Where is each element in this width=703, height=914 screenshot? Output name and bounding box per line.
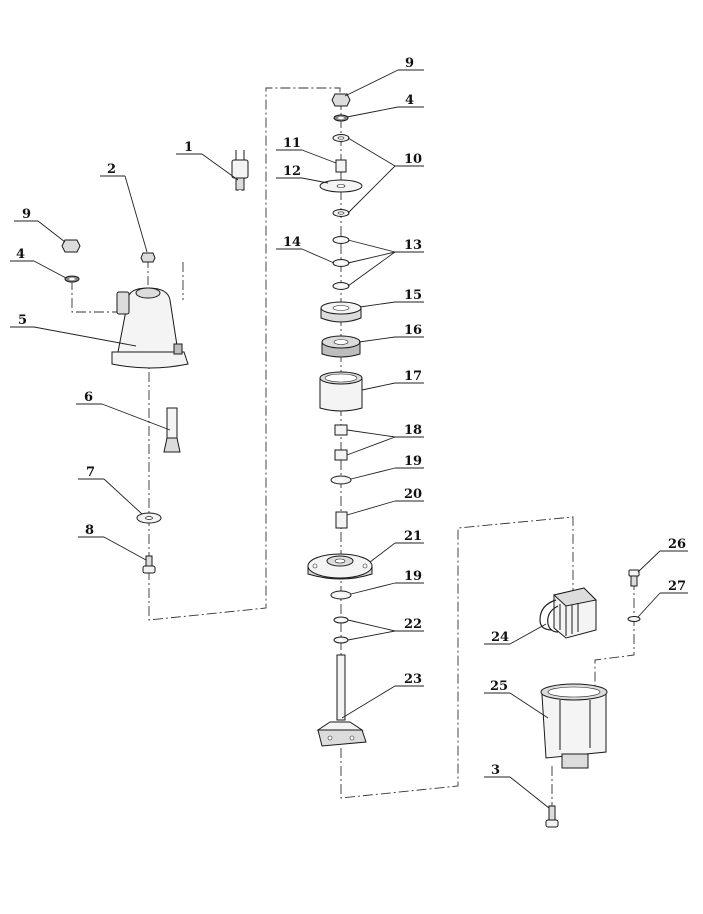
leader-line — [347, 251, 396, 264]
leader-line — [358, 336, 396, 343]
callout-number-12: 12 — [283, 164, 301, 179]
callout-number-9: 9 — [405, 56, 414, 71]
part-shaft-23 — [316, 654, 367, 747]
part-washer-4-left — [64, 275, 80, 283]
leader-line — [124, 175, 148, 253]
leader-line — [341, 685, 396, 719]
leader-line — [347, 251, 396, 287]
leader-line — [346, 429, 396, 438]
part-washer-7 — [136, 512, 162, 524]
part-bearing-16 — [321, 335, 361, 358]
leader-line — [350, 467, 396, 480]
callout-number-23: 23 — [404, 672, 422, 687]
leader-line — [201, 153, 239, 181]
callout-number-8: 8 — [85, 523, 94, 538]
part-impeller-disk-12 — [319, 179, 363, 193]
part-bolt-3 — [545, 805, 559, 828]
leader-line — [361, 382, 396, 391]
part-washers-13 — [332, 236, 350, 290]
callout-number-19: 19 — [404, 569, 422, 584]
leader-line — [347, 630, 396, 641]
leader-line — [637, 550, 661, 573]
part-handle-tube-6 — [163, 407, 181, 453]
leader-line — [350, 582, 396, 595]
leader-line — [509, 623, 547, 645]
callout-number-4: 4 — [16, 247, 25, 262]
leader-line — [347, 137, 396, 167]
leader-line — [37, 220, 66, 243]
part-sleeve-17 — [319, 371, 363, 412]
part-washer-10-a — [332, 134, 350, 142]
part-washer-19-a — [330, 475, 352, 485]
callout-number-19: 19 — [404, 454, 422, 469]
callout-number-22: 22 — [404, 617, 422, 632]
callout-number-11: 11 — [283, 136, 301, 151]
leader-line — [509, 692, 549, 719]
part-washers-22 — [333, 616, 349, 644]
callout-number-15: 15 — [404, 288, 422, 303]
part-screw-2 — [140, 252, 156, 263]
part-motor-cover-5 — [111, 287, 189, 369]
part-seal-15 — [320, 301, 362, 323]
leader-line — [301, 177, 329, 184]
part-bolt-8 — [142, 555, 156, 574]
leader-lines — [10, 69, 688, 809]
part-washer-10-b — [332, 209, 350, 217]
callout-number-7: 7 — [86, 465, 95, 480]
leader-line — [33, 326, 137, 347]
leader-line — [301, 149, 337, 164]
leader-line — [103, 478, 143, 515]
callout-number-1: 1 — [184, 140, 193, 155]
leader-line — [509, 776, 550, 809]
callout-number-26: 26 — [668, 537, 686, 552]
callout-number-20: 20 — [404, 487, 422, 502]
callout-number-13: 13 — [404, 238, 422, 253]
callout-number-2: 2 — [107, 162, 116, 177]
part-screw-26 — [628, 569, 640, 587]
leader-line — [347, 239, 396, 253]
leader-line — [359, 301, 396, 308]
part-coupling-20 — [335, 511, 348, 529]
leader-line — [33, 260, 67, 279]
callout-number-17: 17 — [404, 369, 422, 384]
leader-line — [369, 542, 396, 563]
callout-number-6: 6 — [84, 390, 93, 405]
leader-line — [103, 536, 147, 561]
leader-line — [346, 106, 399, 118]
leader-line — [344, 69, 399, 97]
callout-number-4: 4 — [405, 93, 414, 108]
leader-line — [346, 436, 396, 456]
leader-line — [101, 403, 171, 431]
callout-number-10: 10 — [404, 152, 422, 167]
leader-line — [347, 619, 396, 632]
callout-number-3: 3 — [491, 763, 500, 778]
part-washer-4-top — [333, 114, 349, 122]
callout-number-16: 16 — [404, 323, 422, 338]
callout-number-18: 18 — [404, 423, 422, 438]
callout-number-5: 5 — [18, 313, 27, 328]
part-stator-coil-24 — [539, 587, 598, 639]
leader-line — [637, 592, 661, 618]
callout-number-21: 21 — [404, 529, 422, 544]
part-nut-9-top — [331, 93, 351, 107]
callout-number-9: 9 — [22, 207, 31, 222]
callout-number-25: 25 — [490, 679, 508, 694]
part-spacer-11 — [335, 159, 347, 173]
callout-number-14: 14 — [283, 235, 301, 250]
leader-line — [301, 248, 335, 264]
part-nut-9-left — [61, 239, 81, 253]
part-washer-19-b — [330, 590, 352, 600]
callout-number-27: 27 — [668, 579, 686, 594]
part-cable-plug — [183, 150, 249, 262]
callout-number-24: 24 — [491, 630, 509, 645]
leader-line — [346, 500, 396, 516]
part-flange-21 — [307, 553, 373, 580]
part-washer-27 — [627, 616, 641, 622]
part-motor-housing-25 — [540, 683, 608, 769]
leader-line — [347, 165, 396, 214]
